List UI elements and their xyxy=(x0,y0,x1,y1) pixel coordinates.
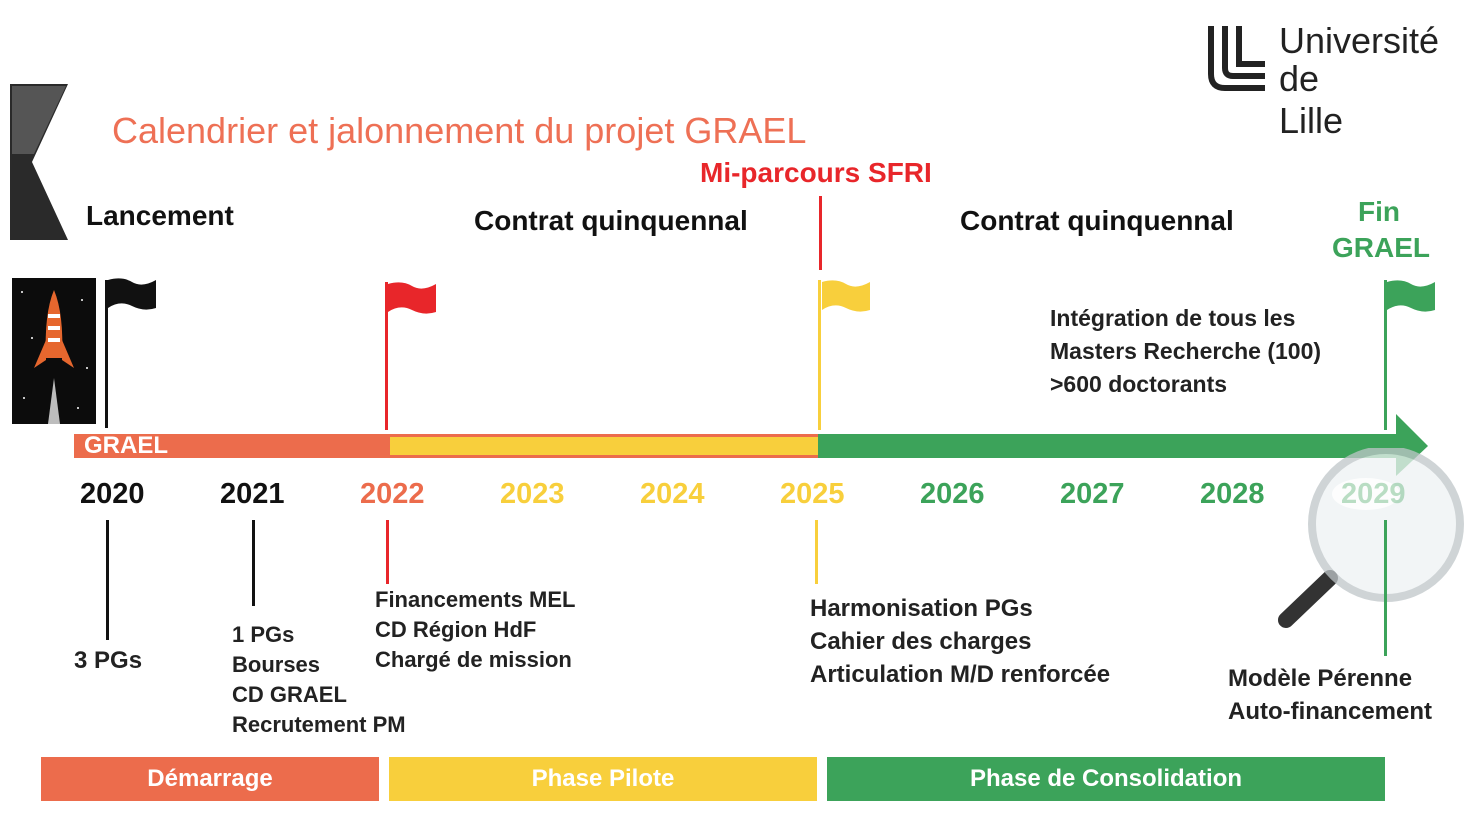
midterm-line xyxy=(819,196,822,270)
flag-yellow-icon xyxy=(822,280,870,312)
milestone-line: CD GRAEL xyxy=(232,682,347,707)
flag-green-icon xyxy=(1387,280,1435,312)
launch-label: Lancement xyxy=(86,200,234,231)
milestone-line: Modèle Pérenne xyxy=(1228,665,1413,692)
milestone-line-2020 xyxy=(106,520,109,640)
page-title: Calendrier et jalonnement du projet GRAE… xyxy=(112,110,807,151)
milestone-line-2029 xyxy=(1384,520,1387,656)
year-2027: 2027 xyxy=(1060,478,1125,510)
midterm-label: Mi-parcours SFRI xyxy=(700,157,932,188)
milestone-line: Cahier des charges xyxy=(810,628,1032,655)
logo-text-line2: de Lille xyxy=(1279,58,1344,141)
flag-pole-2022 xyxy=(385,282,388,430)
year-2022: 2022 xyxy=(360,478,425,510)
flag-pole-2029 xyxy=(1384,280,1387,430)
integration-text: Intégration de tous les Masters Recherch… xyxy=(1050,302,1321,401)
year-2025: 2025 xyxy=(780,478,845,510)
integration-line: >600 doctorants xyxy=(1050,371,1228,397)
magnifier-icon xyxy=(1278,448,1464,628)
milestone-line: CD Région HdF xyxy=(375,617,537,642)
flag-pole-2025 xyxy=(818,280,821,430)
milestone-2029: Modèle Pérenne Auto-financement xyxy=(1228,662,1432,728)
milestone-line: Chargé de mission xyxy=(375,647,572,672)
end-label-line2: GRAEL xyxy=(1332,232,1430,263)
flag-pole-2020 xyxy=(105,280,108,428)
flag-red-icon xyxy=(388,282,436,314)
milestone-line-2022 xyxy=(386,520,389,584)
integration-line: Masters Recherche (100) xyxy=(1050,338,1322,364)
milestone-line: Financements MEL xyxy=(375,587,576,612)
year-2026: 2026 xyxy=(920,478,985,510)
logo-text-line1: Université xyxy=(1279,20,1440,61)
milestone-line: Auto-financement xyxy=(1228,698,1432,725)
milestone-2021: 1 PGs Bourses CD GRAEL Recrutement PM xyxy=(232,620,406,740)
year-2028: 2028 xyxy=(1200,478,1265,510)
year-2023: 2023 xyxy=(500,478,565,510)
timeline-bar-yellow xyxy=(390,434,818,458)
milestone-2022: Financements MEL CD Région HdF Chargé de… xyxy=(375,585,575,675)
milestone-line: 1 PGs xyxy=(232,622,295,647)
logo-icon xyxy=(1208,26,1265,91)
flag-black-icon xyxy=(108,278,156,310)
year-2020: 2020 xyxy=(80,478,145,510)
contract2-label: Contrat quinquennal xyxy=(960,205,1234,236)
milestone-line: Bourses xyxy=(232,652,321,677)
grael-bar-label: GRAEL xyxy=(84,432,168,459)
timeline-bar-orange xyxy=(74,434,390,458)
timeline-bar-green xyxy=(818,434,1398,458)
year-2021: 2021 xyxy=(220,478,285,510)
decorative-triangle xyxy=(10,84,68,240)
year-2029: 2029 xyxy=(1341,478,1406,510)
contract1-label: Contrat quinquennal xyxy=(474,205,748,236)
milestone-2020: 3 PGs xyxy=(74,646,142,676)
rocket-image xyxy=(12,278,96,424)
milestone-line: Harmonisation PGs xyxy=(810,595,1033,622)
milestone-line: Articulation M/D renforcée xyxy=(810,661,1111,688)
integration-line: Intégration de tous les xyxy=(1050,305,1296,331)
year-2024: 2024 xyxy=(640,478,705,510)
phase-demarrage: Démarrage xyxy=(41,757,379,801)
phase-pilote: Phase Pilote xyxy=(389,757,817,801)
phase-consolidation: Phase de Consolidation xyxy=(827,757,1385,801)
milestone-line: Recrutement PM xyxy=(232,712,406,737)
milestone-line: 3 PGs xyxy=(74,647,143,674)
milestone-line-2025 xyxy=(815,520,818,584)
rocket-icon xyxy=(21,290,88,424)
end-label-line1: Fin xyxy=(1358,196,1400,227)
milestone-2025: Harmonisation PGs Cahier des charges Art… xyxy=(810,592,1110,691)
milestone-line-2021 xyxy=(252,520,255,606)
